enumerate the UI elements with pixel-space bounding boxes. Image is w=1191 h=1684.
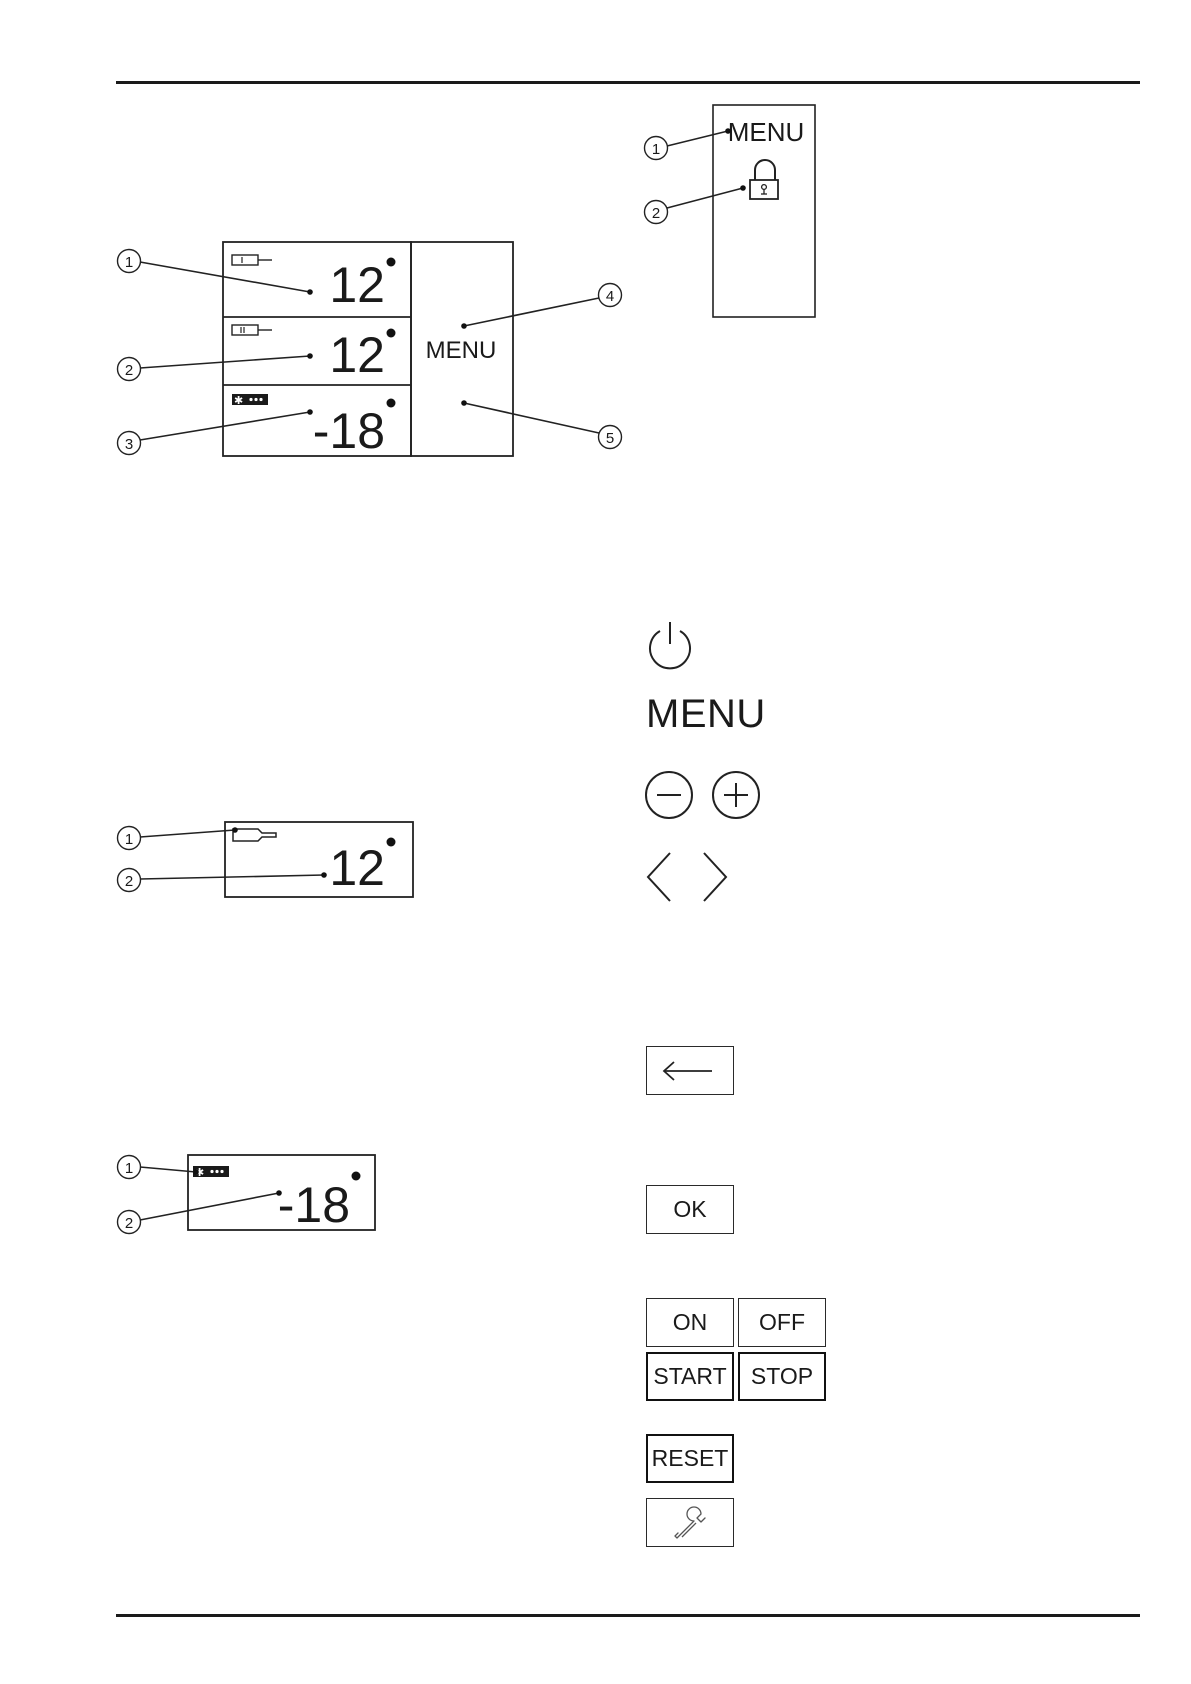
menu-lock-label: MENU: [728, 117, 805, 147]
bottom-rule: [116, 1614, 1140, 1617]
callout-5: 5: [461, 400, 623, 450]
minus-icon[interactable]: [645, 771, 693, 819]
bottle-icon: [231, 324, 272, 336]
start-button[interactable]: START: [646, 1352, 734, 1401]
ok-button[interactable]: OK: [646, 1185, 734, 1234]
svg-text:2: 2: [125, 873, 133, 890]
menu-button-label[interactable]: MENU: [646, 692, 766, 736]
bottle-icon: [231, 254, 272, 266]
callout-3: 3: [116, 409, 313, 456]
svg-text:2: 2: [652, 205, 660, 222]
wrench-icon: [674, 1505, 706, 1539]
plus-icon[interactable]: [712, 771, 760, 819]
freezer-zone-temperature: -18: [278, 1177, 350, 1233]
freezer-stars-icon: ✱: [193, 1166, 229, 1179]
menu-label: MENU: [426, 337, 497, 364]
chevron-right-icon[interactable]: [703, 852, 728, 902]
zone1-temperature: 12: [329, 257, 385, 313]
menu-lock-panel: [712, 104, 816, 318]
freezer-stars-icon: ✱: [232, 394, 268, 407]
padlock-icon: [749, 159, 779, 200]
svg-text:3: 3: [125, 436, 133, 453]
svg-text:1: 1: [652, 141, 660, 158]
single-zone-temperature: 12: [329, 840, 385, 896]
degree-dot: [386, 837, 396, 847]
callout-1: 1: [116, 825, 238, 851]
top-rule: [116, 81, 1140, 84]
service-button[interactable]: [646, 1498, 734, 1547]
callout-1: 1: [643, 128, 731, 161]
stop-button[interactable]: STOP: [738, 1352, 826, 1401]
power-icon[interactable]: [649, 622, 691, 670]
back-button[interactable]: [646, 1046, 734, 1095]
svg-text:1: 1: [125, 1160, 133, 1177]
freezer-zone-frame: [187, 1154, 376, 1231]
svg-text:5: 5: [606, 430, 614, 447]
callout-2: 2: [116, 353, 313, 382]
svg-text:1: 1: [125, 254, 133, 271]
off-button[interactable]: OFF: [738, 1298, 826, 1347]
svg-text:✱: ✱: [195, 1167, 204, 1179]
reset-button[interactable]: RESET: [646, 1434, 734, 1483]
callout-4: 4: [461, 282, 623, 329]
single-zone-frame: [224, 821, 414, 898]
callout-1: 1: [116, 248, 313, 295]
svg-text:4: 4: [606, 288, 614, 305]
callout-1: 1: [116, 1154, 199, 1180]
zone2-temperature: 12: [329, 327, 385, 383]
menu-panel-frame: [410, 241, 514, 457]
svg-text:✱: ✱: [234, 395, 243, 407]
degree-dot: [386, 328, 396, 338]
degree-dot: [386, 398, 396, 408]
svg-text:2: 2: [125, 362, 133, 379]
on-button[interactable]: ON: [646, 1298, 734, 1347]
back-arrow-icon: [662, 1060, 712, 1081]
callout-2: 2: [116, 867, 327, 893]
bottle-icon: [232, 828, 277, 842]
callout-2: 2: [116, 1190, 282, 1235]
svg-text:1: 1: [125, 831, 133, 848]
degree-dot: [351, 1171, 361, 1181]
svg-text:2: 2: [125, 1215, 133, 1232]
chevron-left-icon[interactable]: [646, 852, 671, 902]
zone3-temperature: -18: [313, 403, 385, 459]
callout-2: 2: [643, 185, 746, 225]
degree-dot: [386, 257, 396, 267]
